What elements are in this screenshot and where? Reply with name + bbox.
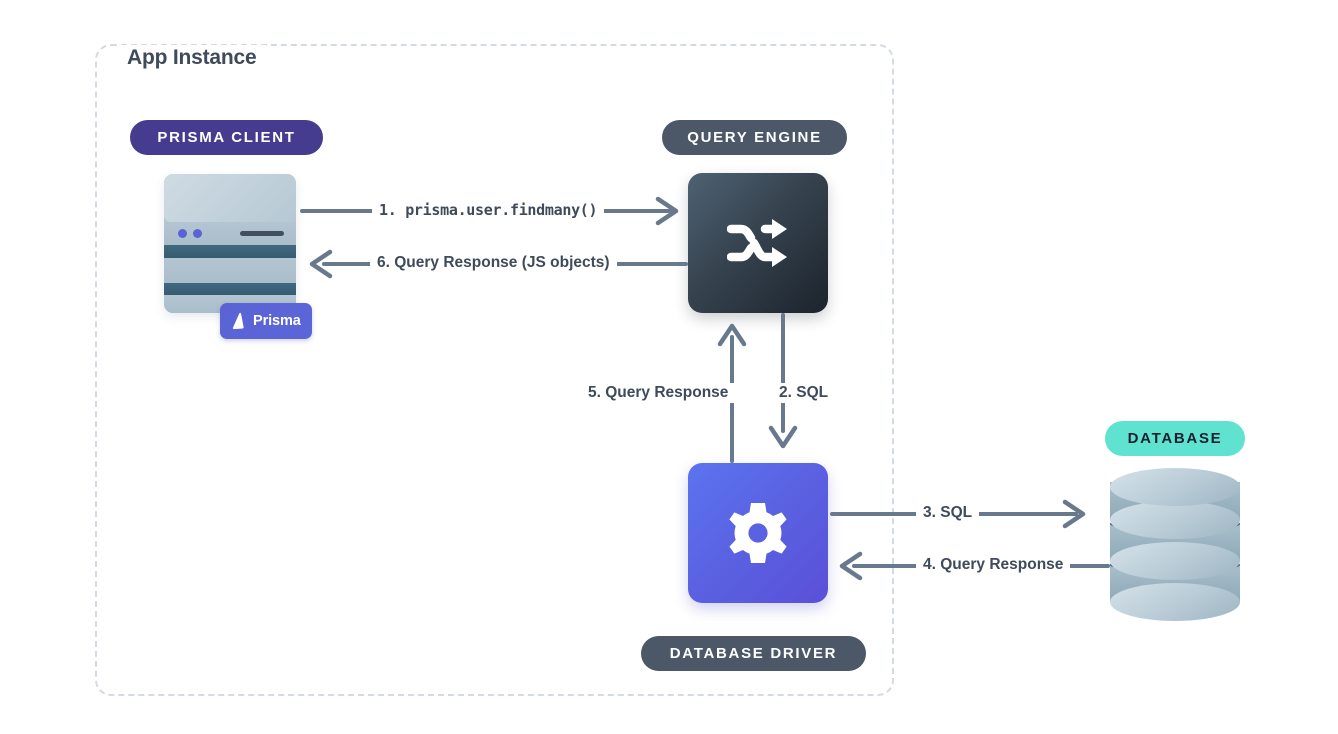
edge-4-label: 4. Query Response [916, 555, 1071, 575]
card-band [164, 283, 296, 295]
query-engine-badge: QUERY ENGINE [662, 120, 847, 155]
edge-2-line [781, 313, 785, 433]
edge-2-label: 2. SQL [772, 383, 836, 403]
card-band [164, 245, 296, 258]
gear-icon [729, 503, 787, 563]
prisma-chip: Prisma [220, 303, 312, 339]
edge-3-label: 3. SQL [916, 503, 980, 523]
database-badge: DATABASE [1105, 421, 1245, 456]
edge-2-arrow-head [768, 425, 798, 449]
prisma-chip-label: Prisma [253, 313, 301, 329]
database-driver-node [688, 463, 828, 603]
edge-5-arrow-head [717, 323, 747, 347]
edge-1-arrow-head [655, 196, 679, 226]
edge-1-label: 1. prisma.user.findmany() [372, 200, 605, 220]
edge-5-label: 5. Query Response [581, 383, 736, 403]
edge-6-arrow-head [309, 249, 333, 279]
edge-4-arrow-head [839, 551, 863, 581]
card-dot-icon [193, 229, 202, 238]
card-band [164, 258, 296, 283]
database-driver-badge: DATABASE DRIVER [641, 636, 866, 671]
app-instance-title: App Instance [121, 45, 267, 71]
prisma-logo-icon [232, 312, 244, 329]
card-band [164, 222, 296, 245]
prisma-client-badge: PRISMA CLIENT [130, 120, 323, 155]
app-instance-boundary [95, 44, 894, 696]
edge-3-arrow-head [1062, 499, 1086, 529]
shuffle-icon [727, 219, 787, 267]
prisma-client-card [164, 174, 296, 313]
database-cylinder-icon [1110, 468, 1240, 623]
edge-6-label: 6. Query Response (JS objects) [370, 253, 617, 273]
card-dash-icon [240, 231, 284, 236]
stacked-server-card-icon [164, 174, 296, 222]
card-dot-icon [178, 229, 187, 238]
query-engine-node [688, 173, 828, 313]
